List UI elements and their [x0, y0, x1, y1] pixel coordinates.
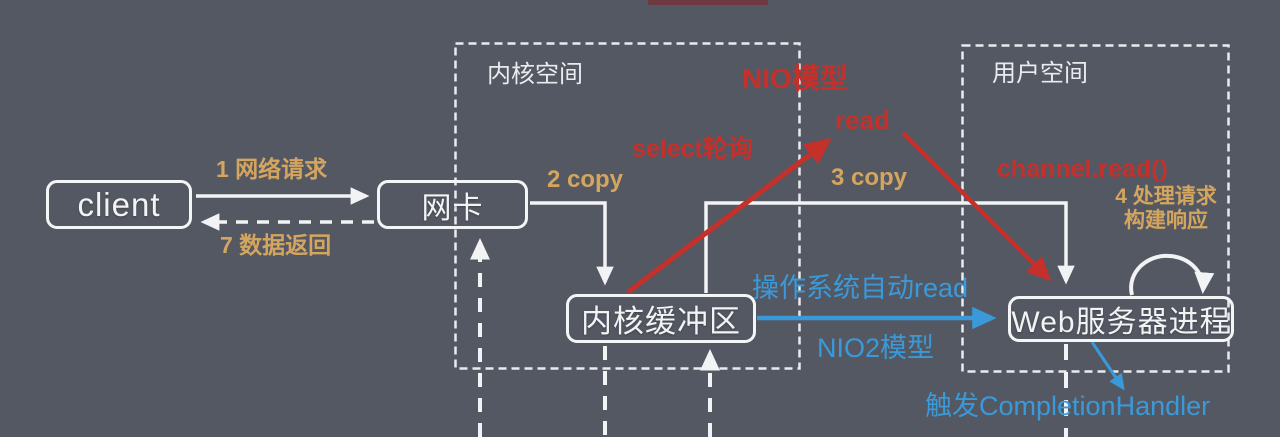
label-2-copy: 2 copy	[547, 166, 624, 193]
arrow-read-to-web	[901, 131, 1052, 282]
top-red-strip	[648, 0, 768, 5]
user-space-region	[961, 44, 1230, 373]
label-step7-data-return: 7 数据返回	[220, 232, 332, 258]
label-select-poll: select轮询	[632, 135, 753, 163]
node-kernel-buffer: 内核缓冲区	[566, 294, 756, 343]
node-client: client	[46, 180, 192, 229]
node-web-server: Web服务器进程	[1008, 296, 1234, 342]
label-read: read	[835, 105, 890, 135]
arrow-copy3	[704, 201, 1075, 293]
label-channel-read: channel.read()	[997, 155, 1168, 183]
kernel-space-title: 内核空间	[487, 61, 583, 88]
user-space-title: 用户空间	[992, 60, 1088, 87]
arrow-select-poll	[626, 137, 832, 294]
label-step4-line1: 4 处理请求	[1115, 185, 1217, 208]
label-nio2-model: NIO2模型	[817, 333, 935, 363]
label-os-auto-read: 操作系统自动read	[752, 273, 969, 303]
arrow-copy2	[530, 201, 614, 286]
arrow-process-loop	[1129, 253, 1215, 296]
node-web-server-label: Web服务器进程	[1011, 306, 1231, 339]
node-kernel-buffer-label: 内核缓冲区	[581, 304, 741, 339]
label-step4-line2: 构建响应	[1124, 209, 1208, 233]
label-step4-process-request: 4 处理请求 构建响应	[1098, 185, 1234, 233]
node-network-card-label: 网卡	[421, 191, 484, 225]
kernel-space-region	[454, 42, 801, 370]
node-client-label: client	[77, 185, 161, 223]
label-step1-network-request: 1 网络请求	[216, 156, 328, 182]
node-network-card: 网卡	[377, 180, 528, 229]
label-completion-handler: 触发CompletionHandler	[925, 391, 1211, 421]
arrow-completion-handler	[1090, 341, 1125, 391]
label-nio-model: NIO模型	[742, 63, 848, 94]
label-3-copy: 3 copy	[831, 164, 908, 191]
